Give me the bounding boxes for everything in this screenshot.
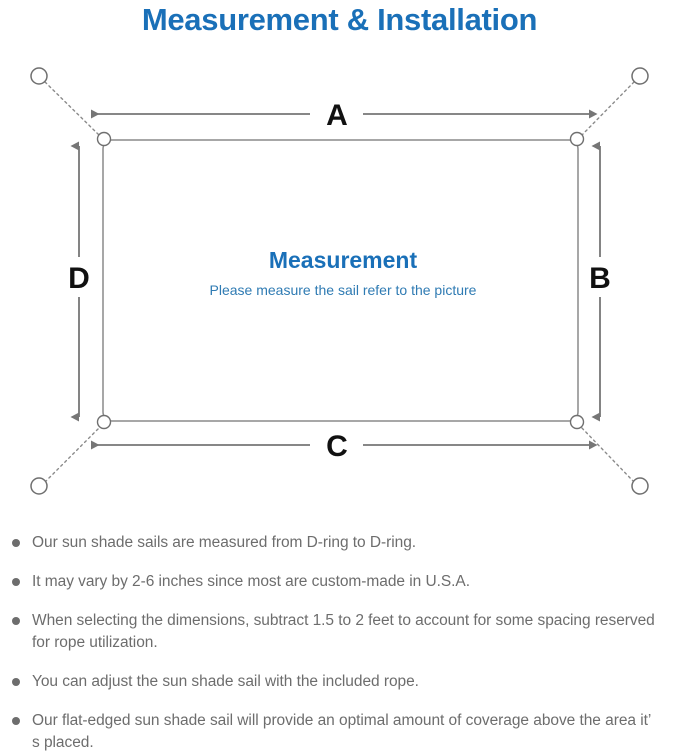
anchor-point-bottom-right	[631, 477, 649, 495]
dimension-label-a: A	[326, 99, 348, 132]
anchor-point-top-left	[30, 67, 48, 85]
list-item: Our flat-edged sun shade sail will provi…	[10, 710, 661, 754]
anchor-point-top-right	[631, 67, 649, 85]
page-title: Measurement & Installation	[141, 2, 538, 37]
notes-list: Our sun shade sails are measured from D-…	[0, 522, 679, 751]
dimension-arrow-d: D	[68, 141, 90, 422]
bullet-icon	[12, 678, 20, 686]
d-rings	[96, 131, 585, 430]
dimension-arrow-b: B	[589, 141, 611, 422]
dimension-arrow-a: A	[91, 99, 598, 132]
dimension-label-d: D	[68, 262, 90, 295]
anchor-points	[30, 67, 649, 495]
note-text: It may vary by 2-6 inches since most are…	[32, 573, 470, 590]
bullet-icon	[12, 617, 20, 625]
measurement-diagram: A C D B Measurement Please measure the s…	[0, 42, 679, 520]
note-text: When selecting the dimensions, subtract …	[32, 612, 655, 651]
d-ring-top-left-icon	[96, 131, 112, 147]
bullet-icon	[12, 717, 20, 725]
diagram-canvas: A C D B Measurement Please measure the s…	[30, 67, 649, 495]
sail-heading: Measurement	[269, 247, 418, 273]
list-item: You can adjust the sun shade sail with t…	[10, 671, 661, 693]
list-item: Our sun shade sails are measured from D-…	[10, 532, 661, 554]
dimension-label-c: C	[326, 430, 348, 463]
rope-line-bottom-left	[44, 426, 101, 483]
note-text: You can adjust the sun shade sail with t…	[32, 673, 419, 690]
sail-subheading: Please measure the sail refer to the pic…	[210, 282, 477, 298]
list-item: It may vary by 2-6 inches since most are…	[10, 571, 661, 593]
d-ring-bottom-right-icon	[569, 414, 585, 430]
note-text: Our sun shade sails are measured from D-…	[32, 534, 417, 551]
d-ring-top-right-icon	[569, 131, 585, 147]
sail-rectangle	[102, 139, 579, 422]
rope-lines	[44, 81, 635, 483]
dimension-label-b: B	[589, 262, 611, 295]
bullet-icon	[12, 578, 20, 586]
bullet-icon	[12, 539, 20, 547]
note-text: Our flat-edged sun shade sail will provi…	[32, 712, 651, 751]
rope-line-top-left	[44, 81, 101, 137]
rope-line-bottom-right	[580, 426, 635, 483]
dimension-arrow-c: C	[91, 430, 598, 463]
list-item: When selecting the dimensions, subtract …	[10, 610, 661, 654]
rope-line-top-right	[580, 81, 635, 137]
d-ring-bottom-left-icon	[96, 414, 112, 430]
anchor-point-bottom-left	[30, 477, 48, 495]
